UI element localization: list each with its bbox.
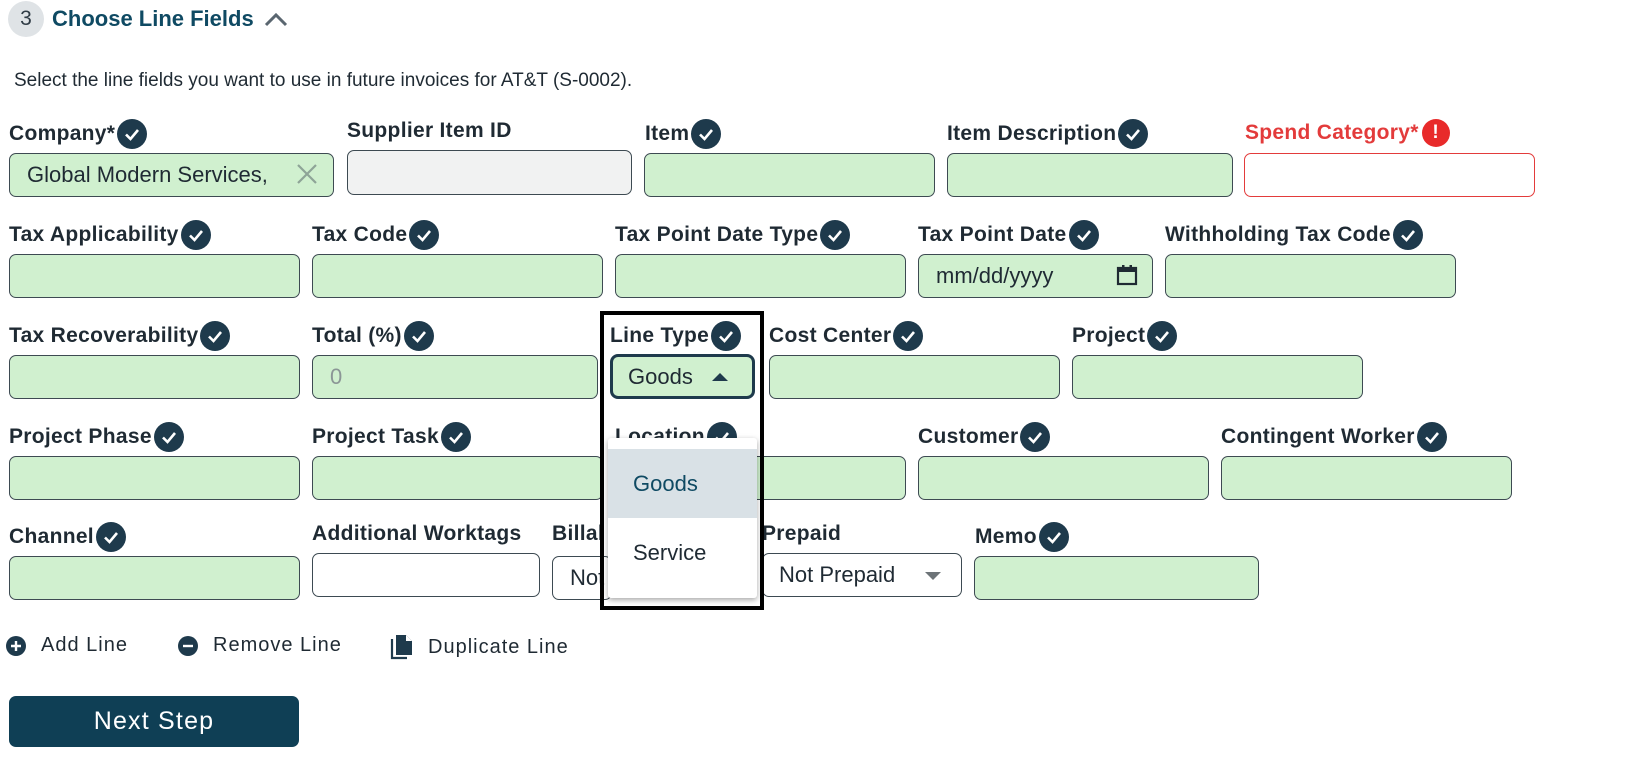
check-icon	[1038, 522, 1069, 552]
customer-label: Customer	[918, 422, 1051, 452]
caret-down-icon	[925, 572, 941, 580]
tax-point-date-type-label: Tax Point Date Type	[615, 220, 851, 250]
project-field[interactable]	[1072, 355, 1363, 399]
item-description-field[interactable]	[947, 153, 1233, 197]
contingent-worker-field[interactable]	[1221, 456, 1512, 500]
check-icon	[153, 422, 184, 452]
step-number-badge: 3	[8, 1, 44, 37]
add-line-button[interactable]: Add Line	[5, 634, 128, 657]
check-icon	[403, 321, 434, 351]
check-icon	[893, 321, 924, 351]
company-field[interactable]: Global Modern Services,	[9, 153, 334, 197]
check-icon	[117, 119, 148, 149]
billable-label: Billal	[552, 522, 604, 545]
withholding-tax-code-label: Withholding Tax Code	[1165, 220, 1423, 250]
additional-worktags-label: Additional Worktags	[312, 522, 522, 545]
intro-text: Select the line fields you want to use i…	[14, 70, 633, 91]
total-percent-placeholder: 0	[330, 364, 343, 389]
customer-field[interactable]	[918, 456, 1209, 500]
spend-category-label: Spend Category*!	[1245, 119, 1450, 147]
check-icon	[409, 220, 440, 250]
check-icon	[1118, 119, 1149, 149]
line-type-value: Goods	[628, 363, 693, 389]
item-field[interactable]	[644, 153, 935, 197]
minus-circle-icon	[177, 635, 199, 657]
dropdown-option-goods[interactable]: Goods	[608, 449, 757, 518]
spend-category-field[interactable]	[1244, 153, 1535, 197]
tax-point-date-type-field[interactable]	[615, 254, 906, 298]
company-label: Company*	[9, 119, 148, 149]
company-value: Global Modern Services,	[27, 162, 268, 187]
cost-center-field[interactable]	[769, 355, 1060, 399]
check-icon	[180, 220, 211, 250]
cost-center-label: Cost Center	[769, 321, 924, 351]
check-icon	[711, 321, 742, 351]
check-icon	[820, 220, 851, 250]
project-phase-label: Project Phase	[9, 422, 184, 452]
memo-label: Memo	[975, 522, 1069, 552]
item-label: Item	[645, 119, 722, 149]
billable-value: Not	[570, 565, 605, 590]
clear-icon[interactable]	[295, 162, 319, 186]
prepaid-select[interactable]: Not Prepaid	[762, 553, 962, 597]
prepaid-value: Not Prepaid	[779, 562, 896, 587]
tax-recoverability-label: Tax Recoverability	[9, 321, 231, 351]
add-line-label: Add Line	[41, 634, 128, 656]
chevron-up-icon[interactable]	[264, 10, 290, 28]
project-task-field[interactable]	[312, 456, 603, 500]
tax-applicability-label: Tax Applicability	[9, 220, 211, 250]
document-icon	[390, 634, 414, 660]
check-icon	[1147, 321, 1178, 351]
remove-line-button[interactable]: Remove Line	[177, 634, 342, 657]
duplicate-line-button[interactable]: Duplicate Line	[390, 634, 569, 660]
project-label: Project	[1072, 321, 1178, 351]
check-icon	[95, 522, 126, 552]
project-task-label: Project Task	[312, 422, 471, 452]
channel-label: Channel	[9, 522, 126, 552]
check-icon	[440, 422, 471, 452]
step-header[interactable]: 3 Choose Line Fields	[8, 0, 290, 38]
check-icon	[1068, 220, 1099, 250]
channel-field[interactable]	[9, 556, 300, 600]
total-percent-field[interactable]: 0	[312, 355, 598, 399]
withholding-tax-code-field[interactable]	[1165, 254, 1456, 298]
tax-code-field[interactable]	[312, 254, 603, 298]
check-icon	[1416, 422, 1447, 452]
plus-circle-icon	[5, 635, 27, 657]
memo-field[interactable]	[974, 556, 1259, 600]
supplier-item-id-label: Supplier Item ID	[347, 119, 512, 142]
check-icon	[1392, 220, 1423, 250]
next-step-button[interactable]: Next Step	[9, 696, 299, 747]
remove-line-label: Remove Line	[213, 634, 342, 656]
supplier-item-id-field[interactable]	[347, 150, 632, 195]
prepaid-label: Prepaid	[762, 522, 842, 545]
tax-applicability-field[interactable]	[9, 254, 300, 298]
caret-up-icon	[712, 373, 728, 381]
step-title: Choose Line Fields	[52, 6, 254, 31]
line-type-dropdown-menu: Goods Service	[608, 438, 757, 598]
contingent-worker-label: Contingent Worker	[1221, 422, 1447, 452]
tax-point-date-label: Tax Point Date	[918, 220, 1099, 250]
dropdown-option-service[interactable]: Service	[633, 539, 707, 565]
check-icon	[200, 321, 231, 351]
calendar-icon[interactable]	[1116, 264, 1138, 292]
alert-icon: !	[1421, 119, 1450, 147]
project-phase-field[interactable]	[9, 456, 300, 500]
line-type-label: Line Type	[610, 321, 742, 351]
check-icon	[691, 119, 722, 149]
line-type-highlight	[600, 311, 764, 610]
tax-point-date-field[interactable]: mm/dd/yyyy	[918, 254, 1153, 298]
date-placeholder: mm/dd/yyyy	[936, 263, 1054, 288]
check-icon	[1020, 422, 1051, 452]
duplicate-line-label: Duplicate Line	[428, 635, 569, 658]
item-description-label: Item Description	[947, 119, 1149, 149]
tax-recoverability-field[interactable]	[9, 355, 300, 399]
tax-code-label: Tax Code	[312, 220, 440, 250]
total-percent-label: Total (%)	[312, 321, 434, 351]
line-type-select[interactable]: Goods	[610, 354, 755, 399]
additional-worktags-field[interactable]	[312, 553, 540, 597]
